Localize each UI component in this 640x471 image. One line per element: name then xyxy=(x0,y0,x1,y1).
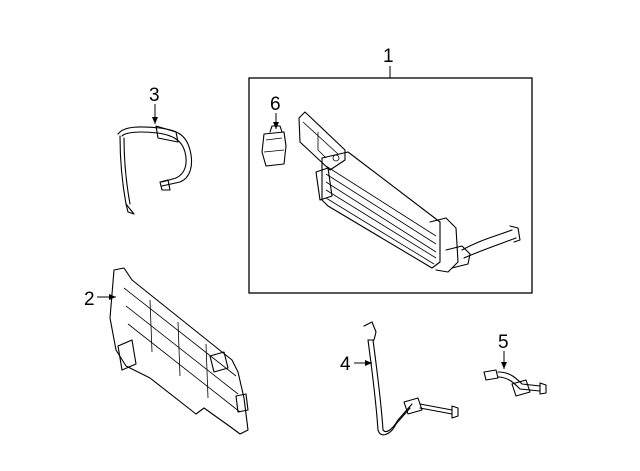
callout-2: 2 xyxy=(84,289,95,310)
clip-part xyxy=(261,125,287,167)
callout-3: 3 xyxy=(149,85,160,106)
pipe-part xyxy=(483,369,547,397)
bracket-part xyxy=(109,267,249,435)
callout-5: 5 xyxy=(498,332,509,353)
hose-part-lower xyxy=(363,321,459,436)
callout-6: 6 xyxy=(270,94,281,115)
hose-part xyxy=(117,125,193,215)
oil-cooler-part xyxy=(298,111,521,273)
assembly-frame xyxy=(248,77,533,294)
callout-4: 4 xyxy=(340,354,351,375)
callout-1: 1 xyxy=(383,46,394,67)
